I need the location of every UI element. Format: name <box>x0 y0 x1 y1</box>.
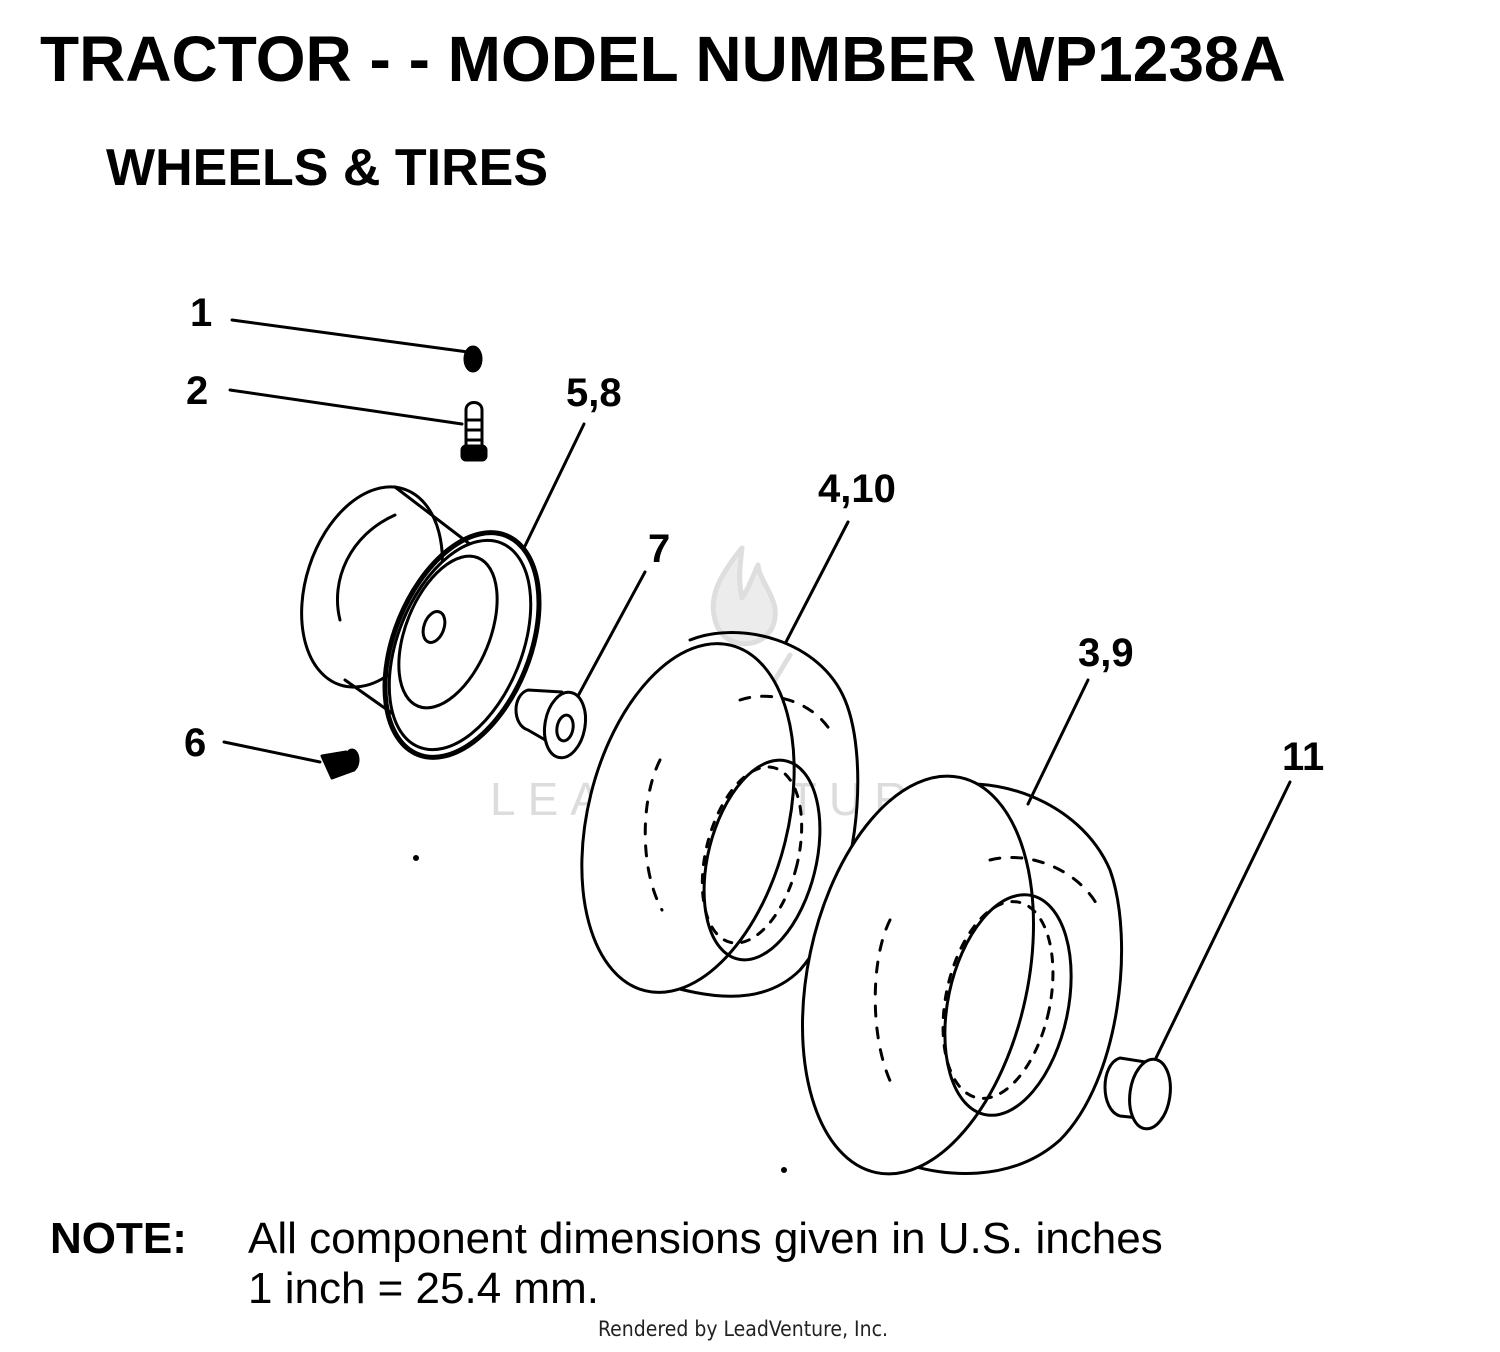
render-credit: Rendered by LeadVenture, Inc. <box>598 1317 888 1341</box>
callout-6: 6 <box>184 721 206 765</box>
note-text-line-2: 1 inch = 25.4 mm. <box>248 1264 599 1313</box>
watermark-flame-icon <box>710 545 778 647</box>
part-7-bushing <box>514 570 647 760</box>
callout-1: 1 <box>190 291 212 335</box>
callout-5-8: 5,8 <box>566 371 622 415</box>
callout-7: 7 <box>648 527 670 571</box>
part-5-8-wheel-rim <box>300 422 586 760</box>
part-11-hub-cap <box>1103 780 1292 1131</box>
note-label: NOTE: <box>50 1214 187 1263</box>
part-2-valve-stem <box>228 388 488 462</box>
speck <box>413 855 419 861</box>
part-4-10-tire <box>580 520 860 998</box>
speck <box>781 1167 787 1173</box>
section-subtitle: WHEELS & TIRES <box>106 139 549 197</box>
part-6-grease-fitting <box>222 740 360 780</box>
page-title: TRACTOR - - MODEL NUMBER WP1238A <box>40 23 1286 95</box>
callout-2: 2 <box>186 369 208 413</box>
callout-11: 11 <box>1282 735 1324 779</box>
callout-3-9: 3,9 <box>1078 631 1134 675</box>
note-text-line-1: All component dimensions given in U.S. i… <box>248 1214 1163 1263</box>
callout-4-10: 4,10 <box>818 467 896 511</box>
part-3-9-tire <box>800 678 1123 1176</box>
part-1-valve-cap <box>230 318 483 373</box>
